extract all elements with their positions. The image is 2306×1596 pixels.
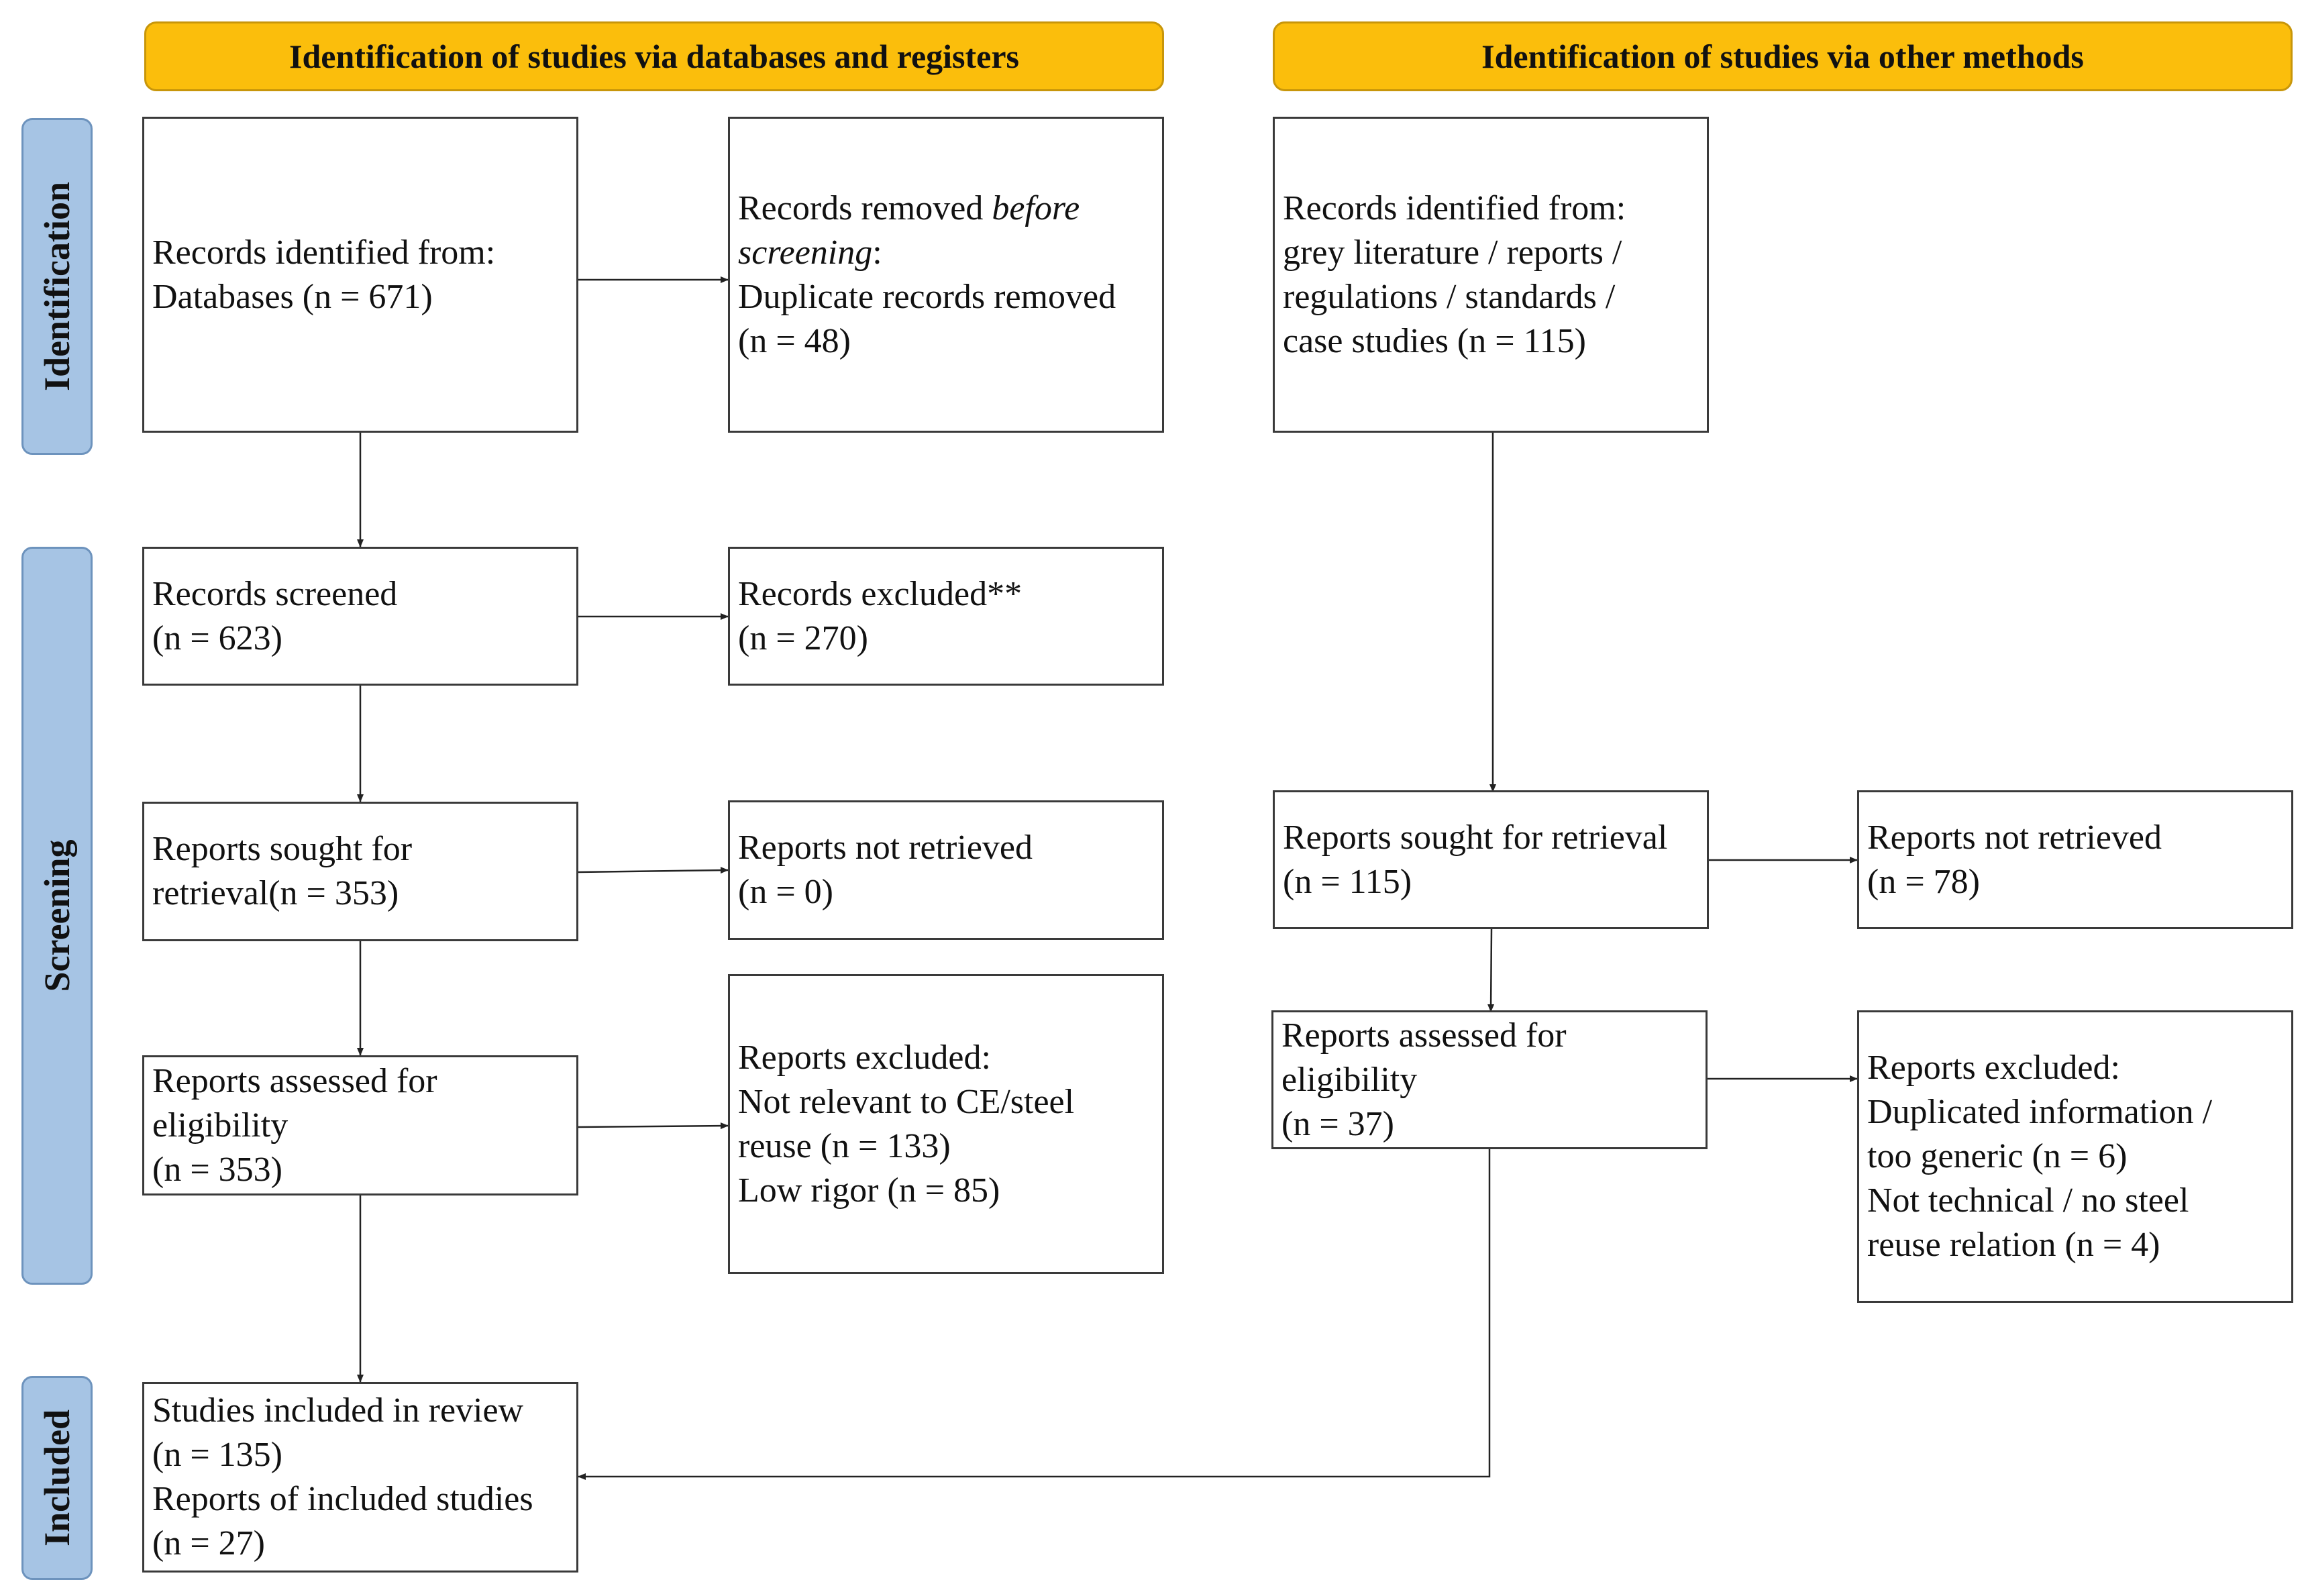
stage-screening: Screening xyxy=(21,547,93,1285)
text-line: (n = 48) xyxy=(738,321,851,360)
text-line: (n = 135) xyxy=(152,1436,282,1474)
text-line: Databases (n = 671) xyxy=(152,277,433,316)
stage-included-label: Included xyxy=(37,1409,77,1547)
text-line: Records removed before xyxy=(738,187,1154,231)
text-line: reuse (n = 133) xyxy=(738,1126,951,1165)
box-other-reports-excluded: Reports excluded: Duplicated information… xyxy=(1857,1010,2293,1303)
text-line: Reports assessed for xyxy=(1281,1016,1567,1055)
text-line: (n = 353) xyxy=(152,1150,282,1189)
stage-included: Included xyxy=(21,1376,93,1580)
header-databases: Identification of studies via databases … xyxy=(144,21,1164,91)
box-records-removed: Records removed before screening: Duplic… xyxy=(728,117,1164,433)
stage-identification: Identification xyxy=(21,118,93,455)
box-records-screened: Records screened (n = 623) xyxy=(142,547,578,686)
text-line: Reports not retrieved xyxy=(1867,818,2162,857)
text-line: Reports sought for retrieval xyxy=(1283,818,1668,857)
box-other-reports-sought: Reports sought for retrieval (n = 115) xyxy=(1273,790,1709,929)
stage-identification-label: Identification xyxy=(37,181,77,392)
text-line: Records excluded** xyxy=(738,574,1023,613)
text-line: Duplicated information / xyxy=(1867,1093,2213,1131)
text-line: (n = 27) xyxy=(152,1524,265,1562)
header-other-label: Identification of studies via other meth… xyxy=(1481,38,2084,75)
box-records-identified: Records identified from: Databases (n = … xyxy=(142,117,578,433)
text-italic: before xyxy=(992,189,1080,227)
box-other-reports-not-retrieved: Reports not retrieved (n = 78) xyxy=(1857,790,2293,929)
text-line: (n = 270) xyxy=(738,619,868,657)
text-line: Studies included in review xyxy=(152,1391,524,1430)
box-reports-excluded: Reports excluded: Not relevant to CE/ste… xyxy=(728,974,1164,1274)
text-line: screening: xyxy=(738,231,1154,275)
text-line: case studies (n = 115) xyxy=(1283,321,1586,360)
arrow-assessed-to-reports-excluded xyxy=(578,1122,729,1130)
text-line: Reports not retrieved xyxy=(738,829,1033,867)
box-reports-sought: Reports sought for retrieval(n = 353) xyxy=(142,802,578,941)
text-fragment: Records removed xyxy=(738,189,992,227)
text-line: Reports sought for xyxy=(152,830,413,868)
text-line: retrieval(n = 353) xyxy=(152,874,399,912)
box-other-reports-assessed: Reports assessed for eligibility (n = 37… xyxy=(1271,1010,1708,1149)
text-italic: screening xyxy=(738,233,873,272)
text-line: regulations / standards / xyxy=(1283,277,1616,316)
text-fragment: : xyxy=(872,233,882,272)
text-line: Not technical / no steel xyxy=(1867,1181,2189,1220)
box-reports-not-retrieved: Reports not retrieved (n = 0) xyxy=(728,800,1164,940)
text-line: grey literature / reports / xyxy=(1283,233,1622,272)
text-line: Low rigor (n = 85) xyxy=(738,1171,1000,1210)
text-line: too generic (n = 6) xyxy=(1867,1137,2128,1175)
stage-screening-label: Screening xyxy=(37,839,77,992)
box-studies-included: Studies included in review (n = 135) Rep… xyxy=(142,1382,578,1573)
box-reports-assessed: Reports assessed for eligibility (n = 35… xyxy=(142,1055,578,1195)
text-line: (n = 37) xyxy=(1281,1104,1394,1143)
text-line: Reports assessed for xyxy=(152,1061,437,1100)
text-line: Records identified from: xyxy=(152,233,496,272)
text-line: eligibility xyxy=(1281,1060,1418,1099)
text-line: (n = 623) xyxy=(152,619,282,657)
text-line: Records screened xyxy=(152,574,398,613)
text-line: (n = 115) xyxy=(1283,862,1412,901)
text-line: Reports of included studies xyxy=(152,1480,533,1518)
box-records-excluded: Records excluded** (n = 270) xyxy=(728,547,1164,686)
text-line: (n = 0) xyxy=(738,873,833,911)
arrow-sought-to-not-retrieved xyxy=(578,867,729,874)
box-other-records-identified: Records identified from: grey literature… xyxy=(1273,117,1709,433)
header-databases-label: Identification of studies via databases … xyxy=(289,38,1019,75)
text-line: Reports excluded: xyxy=(738,1038,991,1077)
text-line: reuse relation (n = 4) xyxy=(1867,1226,2160,1264)
text-line: eligibility xyxy=(152,1106,289,1145)
text-line: Duplicate records removed xyxy=(738,277,1116,316)
text-line: (n = 78) xyxy=(1867,862,1980,901)
text-line: Records identified from: xyxy=(1283,189,1626,227)
text-line: Not relevant to CE/steel xyxy=(738,1082,1075,1121)
header-other-methods: Identification of studies via other meth… xyxy=(1273,21,2293,91)
text-line: Reports excluded: xyxy=(1867,1049,2120,1087)
